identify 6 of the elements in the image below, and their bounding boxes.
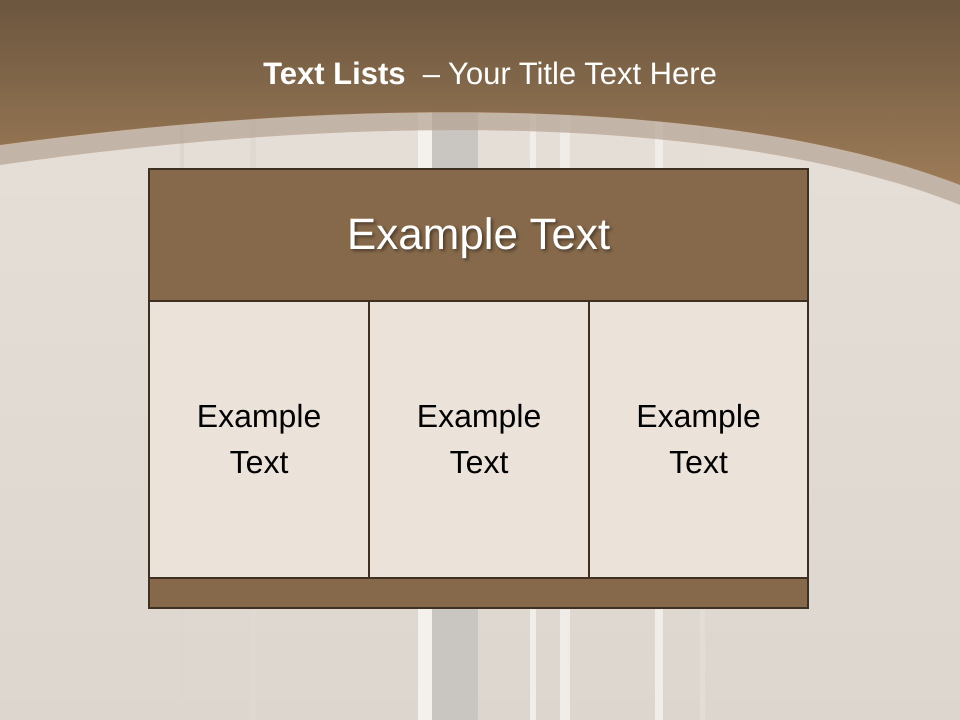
- text-box: Example Text: [368, 300, 590, 579]
- text-box: Example Text: [588, 300, 809, 579]
- slide-title: Text Lists – Your Title Text Here: [263, 55, 717, 93]
- footer-bar: [148, 577, 809, 609]
- header-box: Example Text: [148, 168, 809, 302]
- text-box: Example Text: [148, 300, 370, 579]
